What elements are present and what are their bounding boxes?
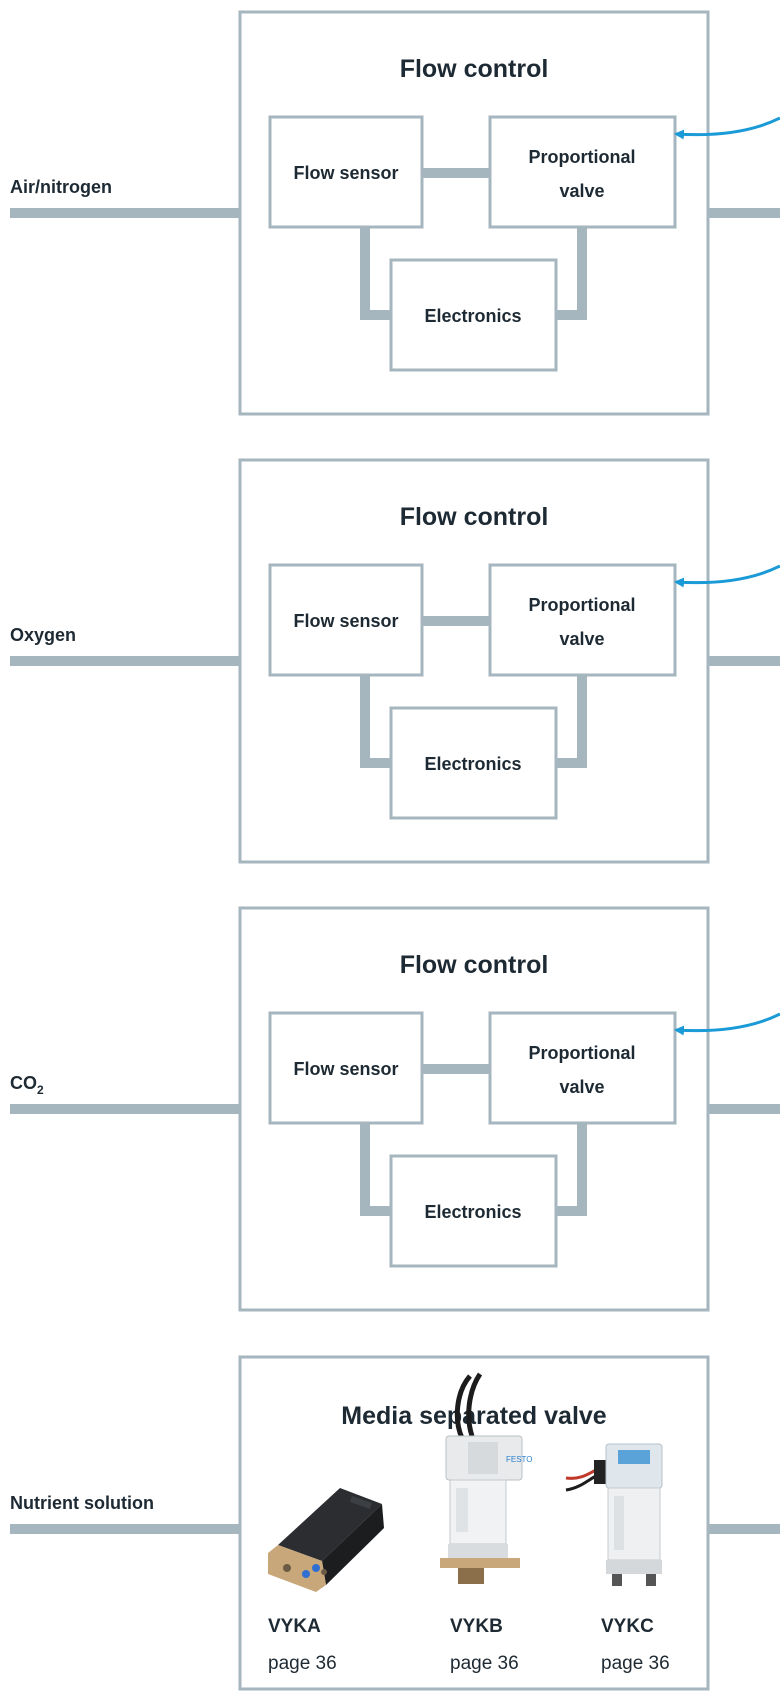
proportional-valve-box: [488, 563, 677, 677]
flow-control-module-oxygen: Oxygen Flow control Flow sensor Proporti…: [10, 458, 780, 864]
sensor-valve-connector: [422, 616, 490, 626]
module-title: Media separated valve: [341, 1402, 607, 1430]
output-pipe: [708, 1104, 780, 1114]
flow-sensor-label: Flow sensor: [293, 1059, 398, 1079]
control-signal-arrow: [674, 564, 780, 588]
product-page-link-vyka[interactable]: page 36: [268, 1653, 337, 1674]
flow-control-module-air: Air/nitrogen Flow control Flow sensor Pr…: [10, 10, 780, 416]
flow-sensor-box: [268, 1011, 424, 1125]
input-label-main: CO: [10, 1073, 37, 1093]
input-label: CO2: [10, 1073, 44, 1097]
valve-electronics-connector: [556, 675, 587, 768]
sensor-electronics-connector: [360, 227, 391, 320]
product-page-link-vykb[interactable]: page 36: [450, 1653, 519, 1674]
electronics-box: [389, 1154, 558, 1268]
output-pipe: [708, 208, 780, 218]
sensor-electronics-connector: [360, 675, 391, 768]
vyka-valve-icon: [268, 1488, 384, 1592]
valve-electronics-connector: [556, 1123, 587, 1216]
output-pipe: [708, 1524, 780, 1534]
input-label-subscript: 2: [37, 1083, 44, 1097]
output-pipe: [708, 656, 780, 666]
flow-sensor-label: Flow sensor: [293, 163, 398, 183]
electronics-label: Electronics: [424, 1202, 521, 1222]
proportional-valve-label-line1: Proportional: [529, 595, 636, 615]
input-pipe: [10, 1104, 241, 1114]
sensor-valve-connector: [422, 168, 490, 178]
input-pipe: [10, 208, 241, 218]
proportional-valve-box: [488, 115, 677, 229]
module-title: Flow control: [400, 951, 549, 979]
input-pipe: [10, 1524, 241, 1534]
proportional-valve-label-line2: valve: [559, 629, 604, 649]
module-title: Flow control: [400, 503, 549, 531]
input-label: Nutrient solution: [10, 1493, 154, 1513]
control-signal-arrow: [674, 1012, 780, 1036]
flow-sensor-box: [268, 115, 424, 229]
proportional-valve-box: [488, 1011, 677, 1125]
electronics-box: [389, 258, 558, 372]
product-code-vyka: VYKA: [268, 1616, 321, 1637]
flow-control-module-co2: CO2 Flow control Flow sensor Proportiona…: [10, 906, 780, 1312]
sensor-electronics-connector: [360, 1123, 391, 1216]
svg-text:FESTO: FESTO: [506, 1455, 533, 1464]
product-code-vykc: VYKC: [601, 1616, 654, 1637]
module-title: Flow control: [400, 55, 549, 83]
input-label: Oxygen: [10, 625, 76, 645]
flow-sensor-box: [268, 563, 424, 677]
electronics-label: Electronics: [424, 306, 521, 326]
proportional-valve-label-line2: valve: [559, 1077, 604, 1097]
valve-electronics-connector: [556, 227, 587, 320]
flow-sensor-label: Flow sensor: [293, 611, 398, 631]
input-pipe: [10, 656, 241, 666]
control-signal-arrow: [674, 116, 780, 140]
electronics-label: Electronics: [424, 754, 521, 774]
product-page-link-vykc[interactable]: page 36: [601, 1653, 670, 1674]
input-label: Air/nitrogen: [10, 177, 112, 197]
proportional-valve-label-line1: Proportional: [529, 1043, 636, 1063]
proportional-valve-label-line2: valve: [559, 181, 604, 201]
product-code-vykb: VYKB: [450, 1616, 503, 1637]
proportional-valve-label-line1: Proportional: [529, 147, 636, 167]
vykb-valve-icon: FESTO: [440, 1372, 533, 1584]
media-separated-valve-module: Nutrient solution Media separated valve …: [10, 1355, 780, 1691]
vykc-valve-icon: [565, 1443, 663, 1586]
sensor-valve-connector: [422, 1064, 490, 1074]
electronics-box: [389, 706, 558, 820]
